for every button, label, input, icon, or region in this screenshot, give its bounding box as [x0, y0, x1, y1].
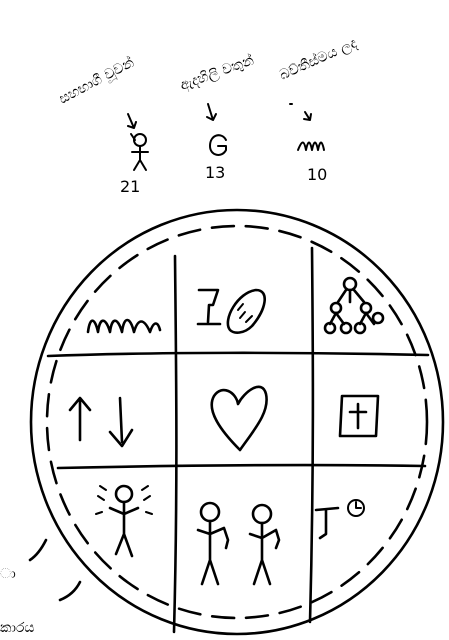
walking-people-icon: [198, 503, 279, 584]
arrow-down-icon: [207, 104, 216, 120]
label-participants: සහභාගී වූවන්: [56, 54, 137, 108]
table-clock-icon: [316, 500, 364, 538]
joyful-person-icon: [96, 486, 152, 556]
label-bottom-fragment: ා: [0, 566, 16, 582]
outer-circle: [31, 210, 443, 634]
water-wave-icon: [298, 143, 324, 151]
count-baptisms: 10: [307, 165, 327, 184]
up-down-arrows-icon: [70, 398, 132, 446]
bible-icon: [340, 396, 378, 436]
pointer-line: [60, 582, 80, 600]
count-participants: 21: [120, 177, 140, 196]
arrow-down-icon: [290, 104, 311, 120]
dashed-inner-ring: [47, 226, 427, 618]
label-baptisms: බව්තීස්මය ලද: [277, 35, 359, 84]
count-communicants: 13: [205, 163, 225, 182]
heart-icon: [212, 387, 267, 450]
arrow-down-icon: [128, 114, 136, 128]
pointer-line: [30, 540, 46, 560]
letter-g-icon: [210, 135, 226, 155]
label-bottom: කාරය: [0, 620, 35, 636]
label-communicants: ඇදහිලි වතුන්: [178, 52, 257, 95]
stick-figure-icon: [131, 134, 148, 170]
water-wave-icon: [88, 320, 160, 332]
chalice-bread-icon: [198, 290, 265, 333]
